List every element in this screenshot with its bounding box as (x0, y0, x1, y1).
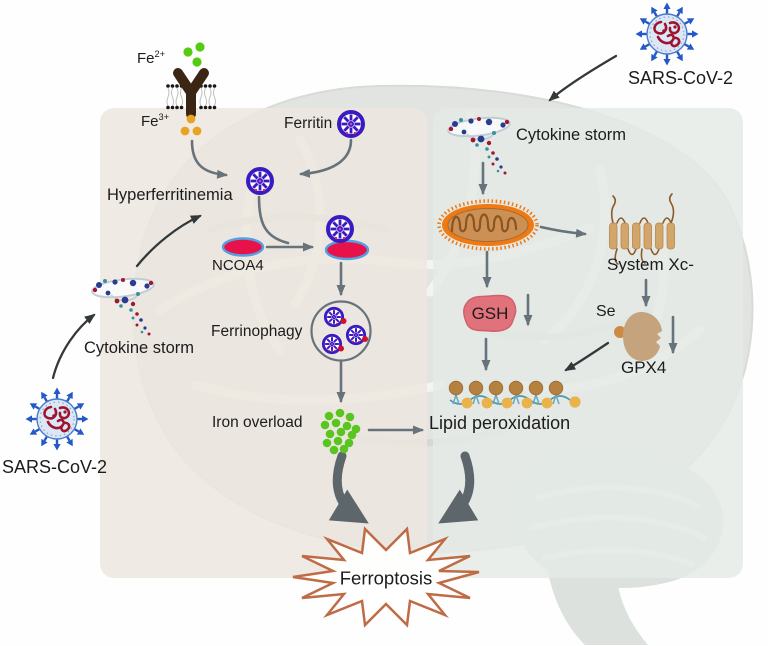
ferroptosis-arrows (328, 451, 479, 524)
se-label: Se (596, 303, 616, 320)
hyperferritinemia-label: Hyperferritinemia (107, 186, 233, 204)
system-xc-label: System Xc- (607, 255, 694, 274)
pathway-arrows (190, 138, 678, 435)
ferrinophagy-vesicle-icon (310, 300, 372, 362)
sars-cov2-top-right-label: SARS-CoV-2 (628, 68, 734, 88)
gsh-molecule-icon (463, 294, 517, 332)
gpx4-enzyme-icon (623, 312, 662, 361)
ncoa4-protein-icon (221, 237, 265, 257)
black-arrows (51, 54, 618, 380)
sars-cov2-virus-bottom-left-icon (26, 388, 89, 451)
mitochondrion-icon (437, 199, 539, 251)
sars-cov2-virus-top-right-icon (636, 3, 699, 66)
fe2-ions-icon (183, 42, 205, 67)
ferritin-icon (337, 110, 365, 138)
ferroptosis-burst-icon (292, 526, 480, 628)
sars-cov2-bottom-left-label: SARS-CoV-2 (2, 457, 108, 477)
right-panel (433, 108, 743, 578)
ferritin-label: Ferritin (284, 115, 333, 132)
selenium-dot-icon (614, 326, 626, 338)
fe3-label: Fe3+ (141, 112, 170, 130)
cytokine-storm-right-label: Cytokine storm (516, 126, 627, 144)
ferrinophagy-label: Ferrinophagy (211, 323, 303, 340)
lipid-peroxidation-label: Lipid peroxidation (429, 413, 571, 433)
fe2-label: Fe2+ (137, 49, 166, 67)
gsh-label: GSH (471, 304, 509, 324)
iron-transporter-icon (166, 68, 217, 119)
fe3-ions-icon (180, 114, 202, 136)
ferritin-icon-central (246, 167, 274, 195)
ferritin-ncoa4-complex-icon (324, 215, 370, 261)
lipid-membrane-icon (448, 380, 581, 409)
iron-overload-label: Iron overload (212, 414, 303, 431)
gpx4-label: GPX4 (621, 358, 667, 377)
ncoa4-label: NCOA4 (212, 257, 264, 274)
iron-overload-dots-icon (320, 408, 361, 455)
cytokine-storm-left-label: Cytokine storm (84, 339, 195, 357)
ferroptosis-label: Ferroptosis (339, 567, 433, 589)
system-xc-transporter-icon (609, 193, 675, 265)
